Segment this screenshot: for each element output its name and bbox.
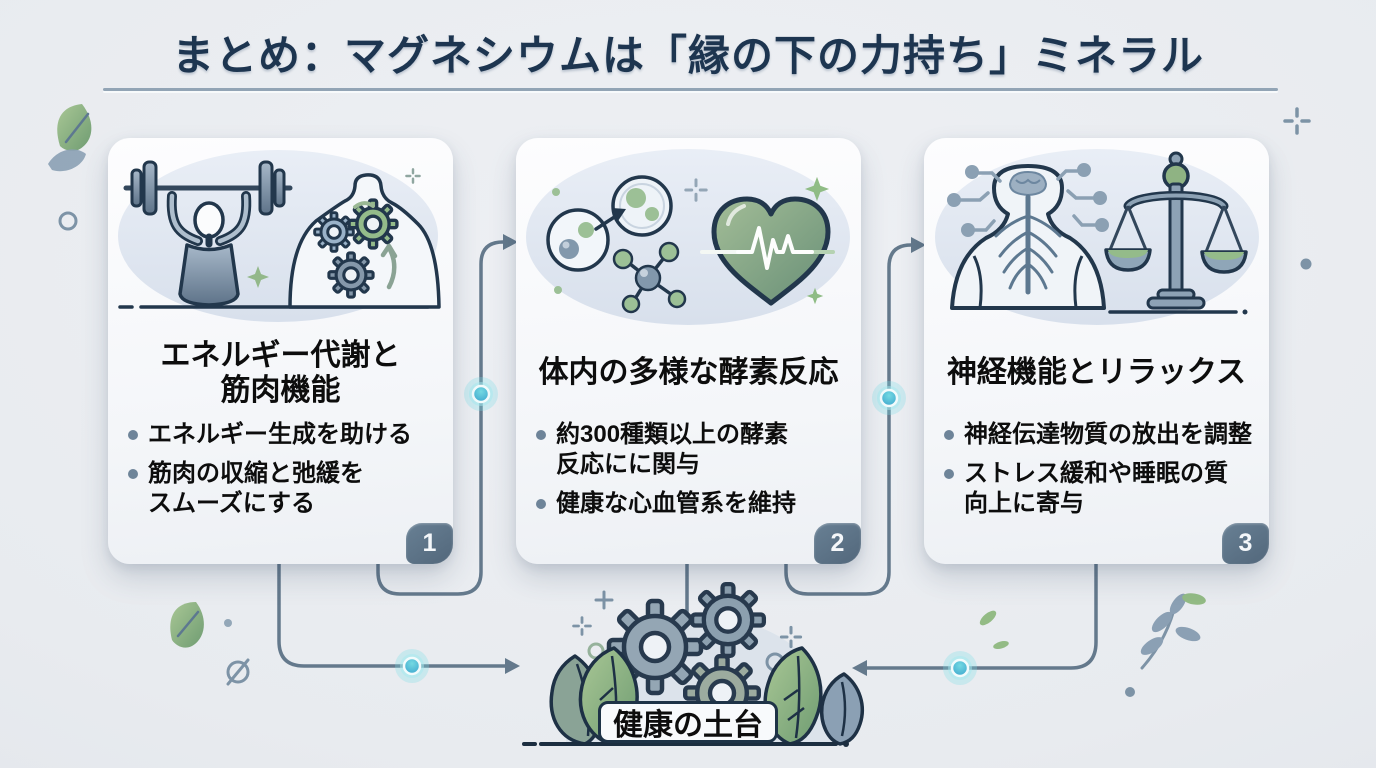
circle-outline-icon <box>587 642 605 660</box>
leaf-decoration-bottom-left <box>170 602 204 648</box>
circle-outline-icon <box>765 652 785 672</box>
circuit-node-icons <box>947 163 1109 237</box>
bullet-list: エネルギー生成を助ける 筋肉の収縮と弛緩を スムーズにする <box>128 420 447 527</box>
card-illustration <box>526 149 850 325</box>
bullet-item: 神経伝達物質の放出を調整 <box>944 420 1263 450</box>
plus-sparkle-icon <box>405 168 421 184</box>
bullet-item: 約300種類以上の酵素 反応にに関与 <box>536 420 855 480</box>
bullet-dot-icon <box>128 468 138 479</box>
branch-icon <box>1140 593 1206 670</box>
bullet-item: 筋肉の収縮と弛緩を スムーズにする <box>128 459 447 519</box>
card-number-badge: 3 <box>1222 523 1269 564</box>
bullet-list: 約300種類以上の酵素 反応にに関与 健康な心血管系を維持 <box>536 420 855 527</box>
dot-icon <box>224 619 232 627</box>
crossed-circle-icon <box>226 658 250 686</box>
card-title-text: 体内の多様な酵素反応 <box>538 356 839 390</box>
plus-sparkle-icon <box>1283 107 1311 135</box>
dot-icon <box>1300 258 1312 270</box>
plus-sparkle-icon <box>779 625 803 649</box>
card-title-text: 神経機能とリラックス <box>946 356 1247 390</box>
bullet-item: ストレス緩和や睡眠の質 向上に寄与 <box>944 459 1263 519</box>
bullet-dot-icon <box>128 430 138 440</box>
card-title: 体内の多様な酵素反応 <box>524 334 853 412</box>
connector-card3-foundation <box>852 562 1098 687</box>
balance-scale-icon <box>1104 151 1248 315</box>
bullet-list: 神経伝達物質の放出を調整 ストレス緩和や睡眠の質 向上に寄与 <box>944 420 1263 527</box>
arrowhead-icon <box>505 658 520 674</box>
bullet-dot-icon <box>536 430 546 440</box>
bullet-text: エネルギー生成を助ける <box>148 421 412 448</box>
bullet-dot-icon <box>944 468 954 479</box>
bullet-text: ストレス緩和や睡眠の質 向上に寄与 <box>964 459 1228 517</box>
card-nerve-relax: 神経機能とリラックス 神経伝達物質の放出を調整 ストレス緩和や睡眠の質 向上に寄… <box>924 138 1269 564</box>
bullet-item: 健康な心血管系を維持 <box>536 489 855 519</box>
connector-card1-foundation <box>277 562 520 685</box>
leaf-decoration-top-left <box>48 104 92 172</box>
circle-outline-icon <box>58 211 78 231</box>
heart-ecg-icon <box>700 196 835 306</box>
nervous-system-icon <box>947 163 1109 310</box>
torso-gears-icon <box>288 173 441 309</box>
page-title: まとめ：マグネシウムは「縁の下の力持ち」ミネラル <box>171 32 1204 79</box>
card-title: エネルギー代謝と 筋肉機能 <box>116 334 445 412</box>
bullet-item: エネルギー生成を助ける <box>128 420 447 450</box>
bullet-text: 健康な心血管系を維持 <box>556 489 796 517</box>
card-illustration <box>118 150 441 322</box>
weightlifter-barbell-icon <box>118 160 430 309</box>
glow-node-icon <box>462 375 500 413</box>
bullet-dot-icon <box>944 430 954 440</box>
bullet-text: 神経伝達物質の放出を調整 <box>964 421 1252 448</box>
glow-node-icon <box>393 647 431 685</box>
bullet-text: 筋肉の収縮と弛緩を スムーズにする <box>148 459 364 517</box>
dot-icon <box>843 741 849 747</box>
small-leaves-decoration <box>979 610 1009 649</box>
card-title-text: エネルギー代謝と 筋肉機能 <box>160 338 401 407</box>
bullet-dot-icon <box>536 498 546 509</box>
glow-node-icon <box>870 379 908 417</box>
card-energy-metabolism: エネルギー代謝と 筋肉機能 エネルギー生成を助ける 筋肉の収縮と弛緩を スムーズ… <box>108 138 453 564</box>
cells-molecule-icon <box>546 175 687 314</box>
card-number-badge: 2 <box>814 523 861 564</box>
dot-icon <box>1125 687 1135 697</box>
plus-sparkle-icon <box>594 590 614 610</box>
card-enzyme-reactions: 体内の多様な酵素反応 約300種類以上の酵素 反応にに関与 健康な心血管系を維持… <box>516 138 861 564</box>
title-underline <box>103 88 1278 91</box>
card-illustration <box>935 149 1259 325</box>
plus-sparkle-icon <box>572 616 592 636</box>
glow-node-icon <box>941 649 979 687</box>
card-number-badge: 1 <box>406 523 453 564</box>
card-title: 神経機能とリラックス <box>932 334 1261 412</box>
bullet-text: 約300種類以上の酵素 反応にに関与 <box>556 421 789 478</box>
foundation-label: 健康の土台 <box>598 701 778 743</box>
arrowhead-icon <box>852 660 867 676</box>
